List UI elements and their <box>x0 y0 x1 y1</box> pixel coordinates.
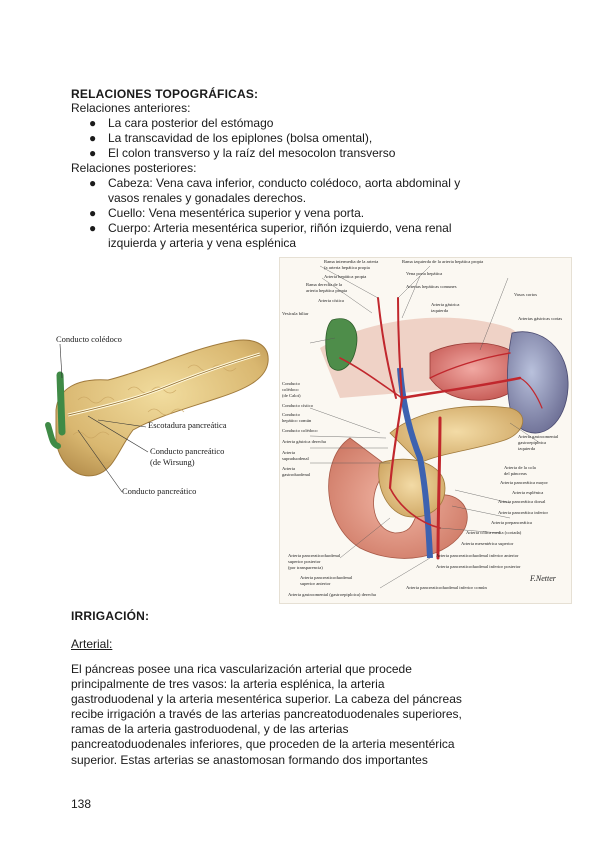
fig-label: Arteria de la cola <box>504 465 536 470</box>
fig-label: (por transparencia) <box>288 565 323 570</box>
anteriores-heading: Relaciones anteriores: <box>71 101 191 115</box>
label-conducto-pancreatico: Conducto pancreático <box>150 446 225 456</box>
fig-label: Arteria pancreática mayor <box>500 480 548 485</box>
fig-label: Vena porta hepática <box>406 271 443 276</box>
pancreas-vascular-illustration: Rama intermedia de la arteria (a arteria… <box>279 257 572 604</box>
pancreas-duct-svg <box>45 339 269 493</box>
fig-label: izquierda <box>518 446 536 451</box>
fig-label: Arteria pancreática dorsal <box>498 499 546 504</box>
bullet-icon: ● <box>89 221 97 235</box>
fig-label: Arteria <box>282 466 296 471</box>
bullet-icon: ● <box>89 146 97 160</box>
fig-label: supraduodenal <box>282 456 309 461</box>
pancreas-vascular-svg <box>309 265 569 589</box>
fig-label: Arteria cólica media (cortada) <box>466 530 522 535</box>
list-item: Cabeza: Vena cava inferior, conducto col… <box>108 176 461 190</box>
page-number: 138 <box>71 797 92 811</box>
fig-label: Arteria pancreaticoduodenal <box>300 575 353 580</box>
paragraph-line: El páncreas posee una rica vascularizaci… <box>71 662 412 676</box>
pancreas-duct-illustration: Conducto colédoco Escotadura pancreática… <box>38 320 278 505</box>
fig-label: Rama izquierda de la arteria hepática pr… <box>402 259 484 264</box>
fig-label: colédoco <box>282 387 299 392</box>
subtitle-arterial: Arterial: <box>71 637 113 651</box>
bullet-icon: ● <box>89 116 97 130</box>
irrigacion-paragraph: El páncreas posee una rica vascularizaci… <box>71 662 462 768</box>
bullet-icon: ● <box>89 206 97 220</box>
paragraph-line: pancreatoduodenales inferiores, que proc… <box>71 737 455 752</box>
fig-label: Arteria cística <box>318 298 344 303</box>
fig-label: (a arteria hepática propia <box>324 265 370 270</box>
fig-label: Arterias gástricas cortas <box>518 316 563 321</box>
list-item: Cuello: Vena mesentérica superior y vena… <box>108 206 365 220</box>
fig-label: Arteria pancreaticoduodenal <box>288 553 341 558</box>
fig-label: Arteria gástrica <box>431 302 460 307</box>
fig-label: Arteria mesentérica superior <box>461 541 514 546</box>
paragraph-line: superior. Estas arterias se anastomosan … <box>71 752 428 767</box>
fig-label: Conducto <box>282 381 300 386</box>
fig-label: Arteria pancreaticoduodenal inferior com… <box>406 585 487 590</box>
fig-label: hepático común <box>282 418 312 423</box>
fig-label: izquierda <box>431 308 449 313</box>
list-item: La transcavidad de los epiplones (bolsa … <box>108 131 373 145</box>
fig-label: Arteria pancreaticoduodenal inferior pos… <box>436 564 521 569</box>
fig-label: Arteria hepática propia <box>324 274 367 279</box>
paragraph-line: recibe irrigación a través de las arteri… <box>71 707 462 722</box>
fig-label: (de Calot) <box>282 393 301 398</box>
fig-label: Arteria pancreaticoduodenal inferior ant… <box>436 553 519 558</box>
fig-label: gastroduodenal <box>282 472 311 477</box>
fig-label: Arteria <box>282 450 296 455</box>
fig-label: Arteria gástrica derecha <box>282 439 326 444</box>
bullet-icon: ● <box>89 176 97 190</box>
fig-label: Arteria gastroomental <box>518 434 559 439</box>
fig-label: arteria hepática propia <box>306 288 348 293</box>
paragraph-line: ramas de la arteria gastroduodenal, y de… <box>71 722 349 737</box>
list-item-continuation: izquierda y arteria y vena esplénica <box>108 236 297 250</box>
list-item: El colon transverso y la raíz del mesoco… <box>108 146 396 160</box>
fig-label: Conducto cístico <box>282 403 314 408</box>
list-item: La cara posterior del estómago <box>108 116 274 130</box>
fig-label: Rama intermedia de la arteria <box>324 259 379 264</box>
fig-label: Arteria esplénica <box>512 490 544 495</box>
fig-label: Arterias hepáticas comunes <box>406 284 457 289</box>
fig-label: Arteria gastroomental (gastroepiploica) … <box>288 592 376 597</box>
posteriores-heading: Relaciones posteriores: <box>71 161 197 175</box>
fig-label: Arteria pancreática inferior <box>498 510 548 515</box>
paragraph-line: principalmente de tres vasos: la arteria… <box>71 677 385 692</box>
fig-label: del páncreas <box>504 471 527 476</box>
fig-label: Vasos cortos <box>514 292 538 297</box>
fig-label: superior posterior <box>288 559 321 564</box>
label-conducto-coledoco: Conducto colédoco <box>56 334 122 344</box>
fig-label: Vesícula biliar <box>282 311 309 316</box>
fig-label: Conducto <box>282 412 300 417</box>
list-item-continuation: vasos renales y gonadales derechos. <box>108 191 307 205</box>
fig-label: Rama derecha de la <box>306 282 343 287</box>
vascular-labels: Rama intermedia de la arteria (a arteria… <box>282 258 571 603</box>
fig-label: superior anterior <box>300 581 331 586</box>
label-escotadura-pancreatica: Escotadura pancreática <box>148 420 227 430</box>
fig-label: Arteria prepancreática <box>491 520 532 525</box>
artist-signature: F.Netter <box>530 574 556 583</box>
section-title-irrigacion: IRRIGACIÓN: <box>71 609 150 623</box>
paragraph-line: gastroduodenal y la arteria mesentérica … <box>71 692 462 707</box>
fig-label: Conducto colédoco <box>282 428 318 433</box>
label-de-wirsung: (de Wirsung) <box>150 457 195 467</box>
label-conducto-pancreatico-accesorio: Conducto pancreático <box>122 486 197 496</box>
bullet-icon: ● <box>89 131 97 145</box>
section-title-relaciones: RELACIONES TOPOGRÁFICAS: <box>71 87 259 101</box>
list-item: Cuerpo: Arteria mesentérica superior, ri… <box>108 221 452 235</box>
fig-label: gastroepiploica <box>518 440 547 445</box>
